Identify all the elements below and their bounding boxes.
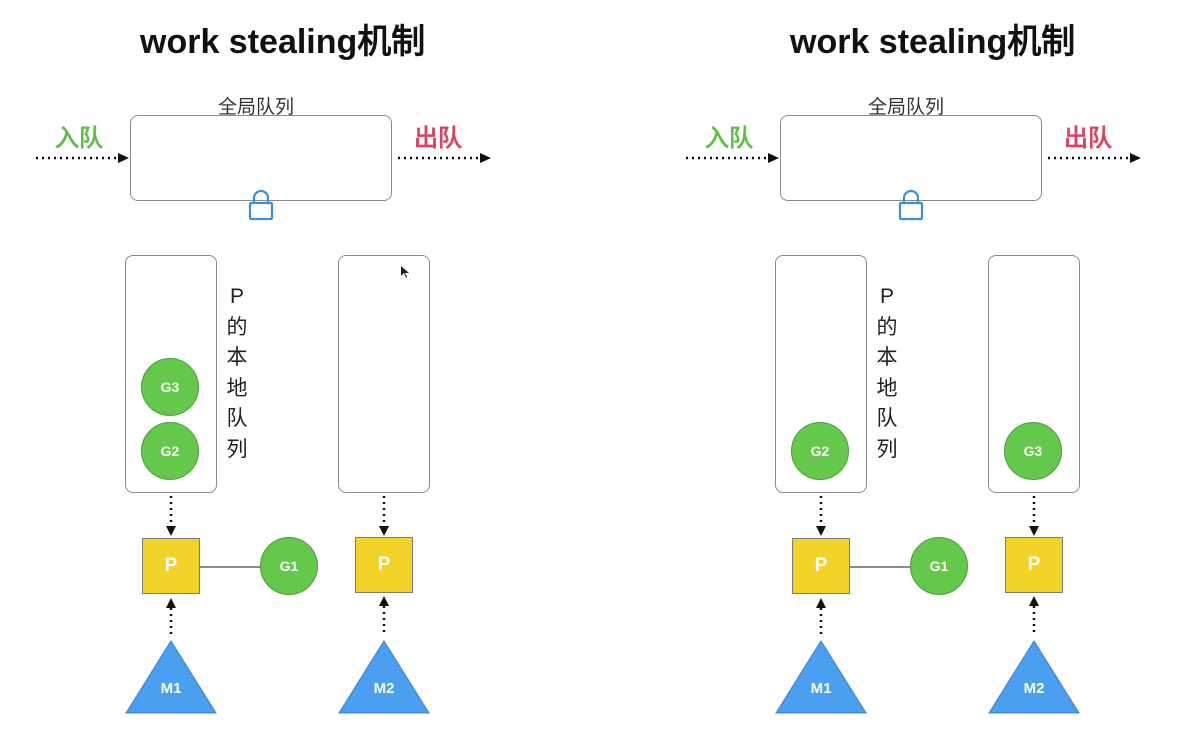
goroutine-g1-running: G1: [910, 537, 968, 595]
diagram-panel-before: work stealing机制 全局队列 入队 出队 G3 G2 P 的 本 地…: [36, 23, 491, 714]
enqueue-label: 入队: [705, 125, 753, 152]
queue-to-p1-arrow: [166, 496, 176, 536]
lock-icon: [248, 189, 274, 221]
m1-to-p1-arrow: [166, 598, 176, 638]
machine-m2: M2: [338, 640, 430, 714]
local-queue-label: P 的 本 地 队 列: [226, 285, 248, 461]
goroutine-g3: G3: [141, 358, 199, 416]
global-queue-label: 全局队列: [868, 97, 945, 118]
dequeue-arrow: [1048, 153, 1141, 163]
p1-g1-connector: [200, 566, 261, 568]
lock-icon: [898, 189, 924, 221]
queue-to-p2-arrow: [1029, 496, 1039, 536]
queue-to-p2-arrow: [379, 496, 389, 536]
m2-to-p2-arrow: [379, 596, 389, 636]
enqueue-label: 入队: [55, 125, 103, 152]
global-queue-label: 全局队列: [218, 97, 295, 118]
global-queue-box: [130, 115, 392, 201]
dequeue-arrow: [398, 153, 491, 163]
machine-m1: M1: [775, 640, 867, 714]
processor-p2: P: [355, 537, 413, 593]
dequeue-label: 出队: [1064, 125, 1112, 152]
dequeue-label: 出队: [414, 125, 462, 152]
machine-m1: M1: [125, 640, 217, 714]
enqueue-arrow: [686, 153, 779, 163]
enqueue-arrow: [36, 153, 129, 163]
p1-g1-connector: [850, 566, 911, 568]
goroutine-g2: G2: [141, 422, 199, 480]
goroutine-g1-running: G1: [260, 537, 318, 595]
mouse-cursor-icon: [401, 266, 409, 278]
goroutine-g2: G2: [791, 422, 849, 480]
local-queue-label: P 的 本 地 队 列: [876, 285, 898, 461]
processor-p2: P: [1005, 537, 1063, 593]
machine-m2: M2: [988, 640, 1080, 714]
queue-to-p1-arrow: [816, 496, 826, 536]
m1-to-p1-arrow: [816, 598, 826, 638]
global-queue-box: [780, 115, 1042, 201]
diagram-panel-after: work stealing机制 全局队列 入队 出队 G2 P 的 本 地 队 …: [650, 0, 1200, 735]
panel-title: work stealing机制: [790, 23, 1076, 61]
panel-title: work stealing机制: [140, 23, 426, 61]
m2-to-p2-arrow: [1029, 596, 1039, 636]
processor-p1: P: [792, 538, 850, 594]
processor-p1: P: [142, 538, 200, 594]
local-queue-p2: [338, 255, 430, 493]
goroutine-g3-stolen: G3: [1004, 422, 1062, 480]
